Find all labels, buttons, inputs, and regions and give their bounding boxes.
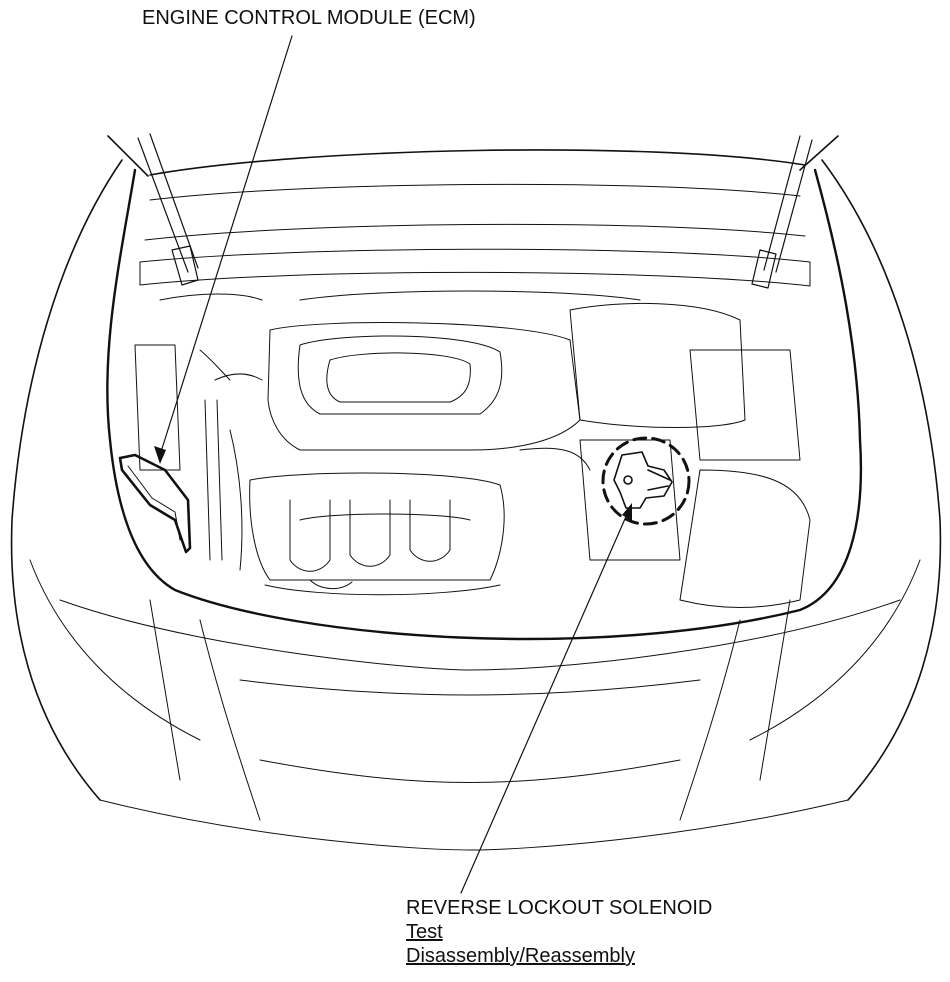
solenoid-leader-line (460, 511, 629, 894)
front-fascia (29, 559, 921, 851)
hood-opening (106, 149, 863, 641)
solenoid-leader-arrow (622, 503, 632, 521)
radiator-support (139, 183, 811, 301)
ecm-component (118, 453, 192, 554)
reverse-lockout-solenoid (613, 451, 673, 509)
engine-cover (267, 322, 581, 451)
disassembly-reassembly-link[interactable]: Disassembly/Reassembly (406, 945, 635, 967)
solenoid-highlight-circle (601, 436, 691, 526)
solenoid-callout: REVERSE LOCKOUT SOLENOID Test Disassembl… (406, 896, 712, 968)
intake-manifold (249, 472, 505, 596)
test-link[interactable]: Test (406, 921, 443, 943)
ecm-component-inner (127, 465, 181, 541)
solenoid-callout-label: REVERSE LOCKOUT SOLENOID (406, 897, 713, 919)
right-side-components (519, 302, 811, 608)
ecm-callout-label: ENGINE CONTROL MODULE (ECM) (142, 7, 476, 29)
vehicle-body (10, 135, 942, 801)
ecm-leader-line (159, 35, 293, 456)
left-side-components (134, 293, 263, 571)
hood-struts (137, 133, 813, 289)
ecm-leader-arrow (154, 446, 166, 464)
